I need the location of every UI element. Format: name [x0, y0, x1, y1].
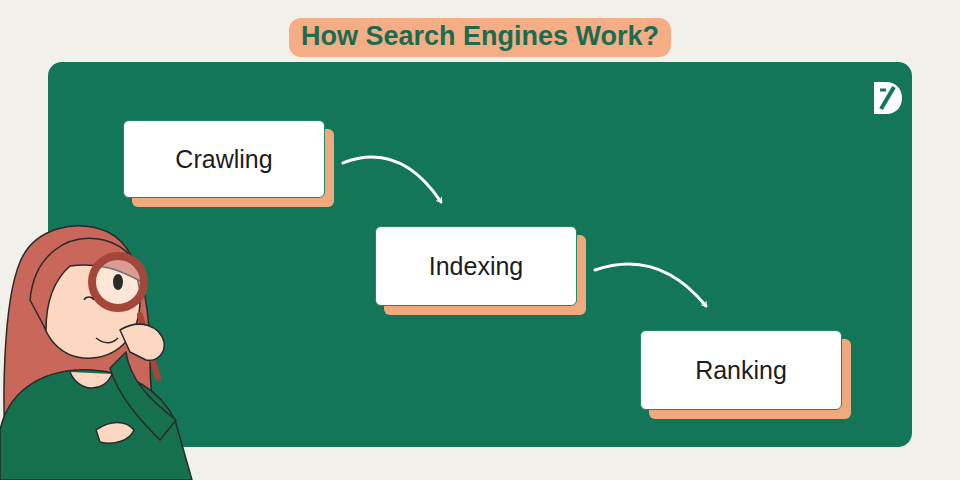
title: How Search Engines Work? — [289, 18, 671, 57]
curved-arrow — [343, 157, 441, 202]
process-box: Crawling — [123, 120, 325, 198]
process-box: Ranking — [640, 330, 842, 410]
node-label: Ranking — [695, 356, 787, 385]
girl-figure — [0, 226, 192, 480]
node-label: Indexing — [429, 252, 524, 281]
logo — [874, 82, 902, 114]
curved-arrow — [595, 264, 706, 306]
node-label: Crawling — [175, 145, 272, 174]
process-box: Indexing — [375, 226, 577, 306]
